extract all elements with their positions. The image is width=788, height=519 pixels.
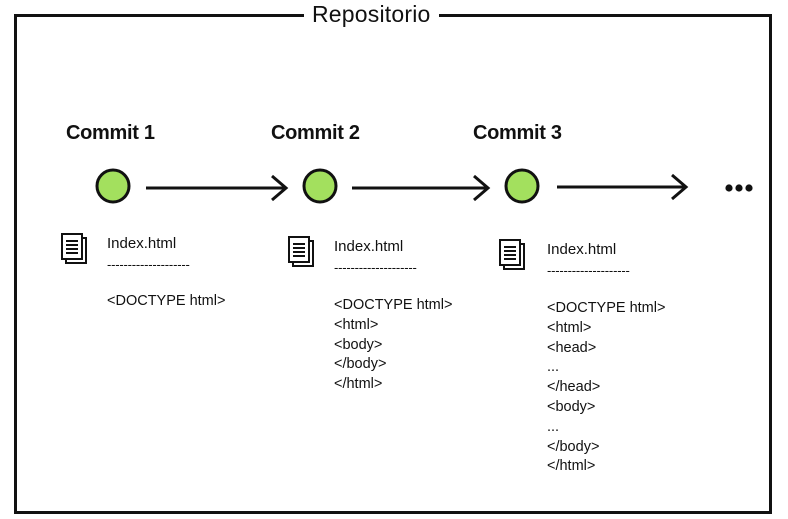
commit-2-file-name: Index.html [334,238,404,255]
document-icon [499,239,525,270]
code-line: ... [547,359,560,376]
document-icon [61,233,87,264]
code-line: <head> [547,339,597,356]
code-line: </html> [334,376,383,393]
code-line: <body> [547,398,596,415]
commit-3-file-separator: -------------------- [547,263,630,278]
code-line: <DOCTYPE html> [547,300,666,316]
code-line: ... [547,418,560,435]
document-icon [288,236,314,267]
code-line: <DOCTYPE html> [334,297,453,313]
commit-2-code: <DOCTYPE html> <html> <body> </body> </h… [334,296,452,395]
commit-3-code: <DOCTYPE html> <html> <head> ... </head>… [547,299,665,477]
commit-2-title: Commit 2 [271,122,360,144]
code-line: </body> [334,356,387,373]
code-line: </head> [547,379,601,396]
code-line: <DOCTYPE html> [107,293,226,309]
code-line: <body> [334,336,383,353]
commit-2-file-separator: -------------------- [334,260,417,275]
code-line: <html> [334,316,379,333]
commit-1-file-name: Index.html [107,235,177,252]
commit-3-file-name: Index.html [547,241,617,258]
code-line: </html> [547,458,596,475]
repository-title: Repositorio [304,0,439,28]
commit-1-code: <DOCTYPE html> [107,292,225,312]
commit-1-title: Commit 1 [66,122,155,144]
code-line: </body> [547,438,600,455]
code-line: <html> [547,319,592,336]
commit-1-file-separator: -------------------- [107,257,190,272]
commit-3-title: Commit 3 [473,122,562,144]
